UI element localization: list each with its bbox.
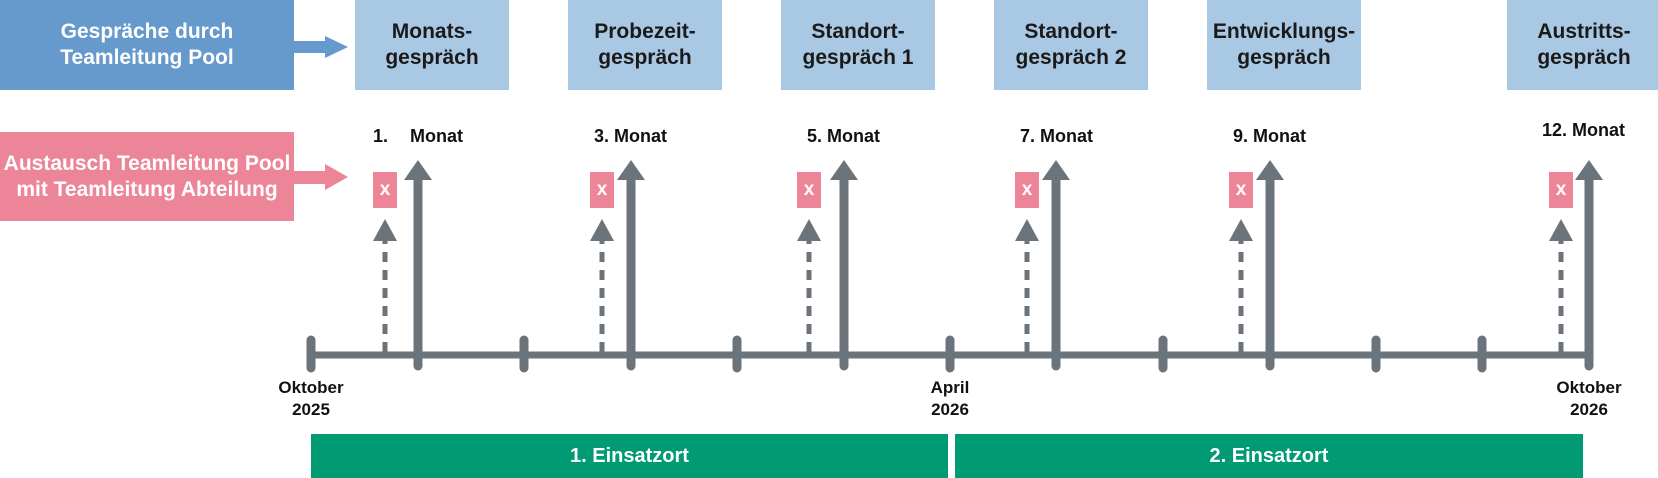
talk-arrow-head-month-1 bbox=[404, 160, 432, 180]
talk-arrow-head-month-3 bbox=[617, 160, 645, 180]
talk-box-development: Entwicklungs- gespräch bbox=[1207, 0, 1361, 90]
talk-box-location-1: Standort- gespräch 1 bbox=[781, 0, 935, 90]
exchange-arrow-head bbox=[797, 219, 821, 241]
talk-arrow-head-month-5 bbox=[830, 160, 858, 180]
exchange-marker: x bbox=[1549, 172, 1573, 208]
legend-arrow-pink bbox=[294, 164, 348, 190]
exchange-arrow-head bbox=[1015, 219, 1039, 241]
talk-box-monthly: Monats- gespräch bbox=[355, 0, 509, 90]
month-label-12: 12. Monat bbox=[1542, 120, 1626, 140]
exchange-arrow-head bbox=[1549, 219, 1573, 241]
exchange-marker: x bbox=[590, 172, 614, 208]
timeline-label-start: Oktober 2025 bbox=[278, 378, 344, 419]
exchange-arrow-head bbox=[373, 219, 397, 241]
exchange-arrow-head bbox=[590, 219, 614, 241]
timeline-label-middle: April 2026 bbox=[930, 378, 970, 419]
phase-bar-first-location: 1. Einsatzort bbox=[311, 434, 948, 478]
month-label-5: 5. Monat bbox=[807, 126, 881, 146]
exchange-marker: x bbox=[1229, 172, 1253, 208]
talk-box-exit: Austritts- gespräch bbox=[1507, 0, 1658, 90]
legend-arrow-blue bbox=[294, 36, 348, 58]
exchange-marker: x bbox=[373, 172, 397, 208]
legend-talks-label: Gespräche durch Teamleitung Pool bbox=[0, 0, 294, 90]
talk-arrow-head-month-9 bbox=[1256, 160, 1284, 180]
month-label-7: 7. Monat bbox=[1020, 126, 1094, 146]
month-label-3: 3. Monat bbox=[594, 126, 668, 146]
exchange-marker: x bbox=[1015, 172, 1039, 208]
phase-bar-second-location: 2. Einsatzort bbox=[955, 434, 1583, 478]
month-label-1-number: 1. bbox=[373, 126, 389, 146]
talk-arrow-head-month-12 bbox=[1575, 160, 1603, 180]
talk-box-location-2: Standort- gespräch 2 bbox=[994, 0, 1148, 90]
talk-box-probation: Probezeit- gespräch bbox=[568, 0, 722, 90]
month-label-9: 9. Monat bbox=[1233, 126, 1307, 146]
talk-arrow-head-month-7 bbox=[1042, 160, 1070, 180]
exchange-marker: x bbox=[797, 172, 821, 208]
exchange-arrow-head bbox=[1229, 219, 1253, 241]
timeline-label-end: Oktober 2026 bbox=[1556, 378, 1622, 419]
legend-exchange-label: Austausch Teamleitung Pool mit Teamleitu… bbox=[0, 132, 294, 221]
month-label-1-word: Monat bbox=[410, 126, 463, 146]
